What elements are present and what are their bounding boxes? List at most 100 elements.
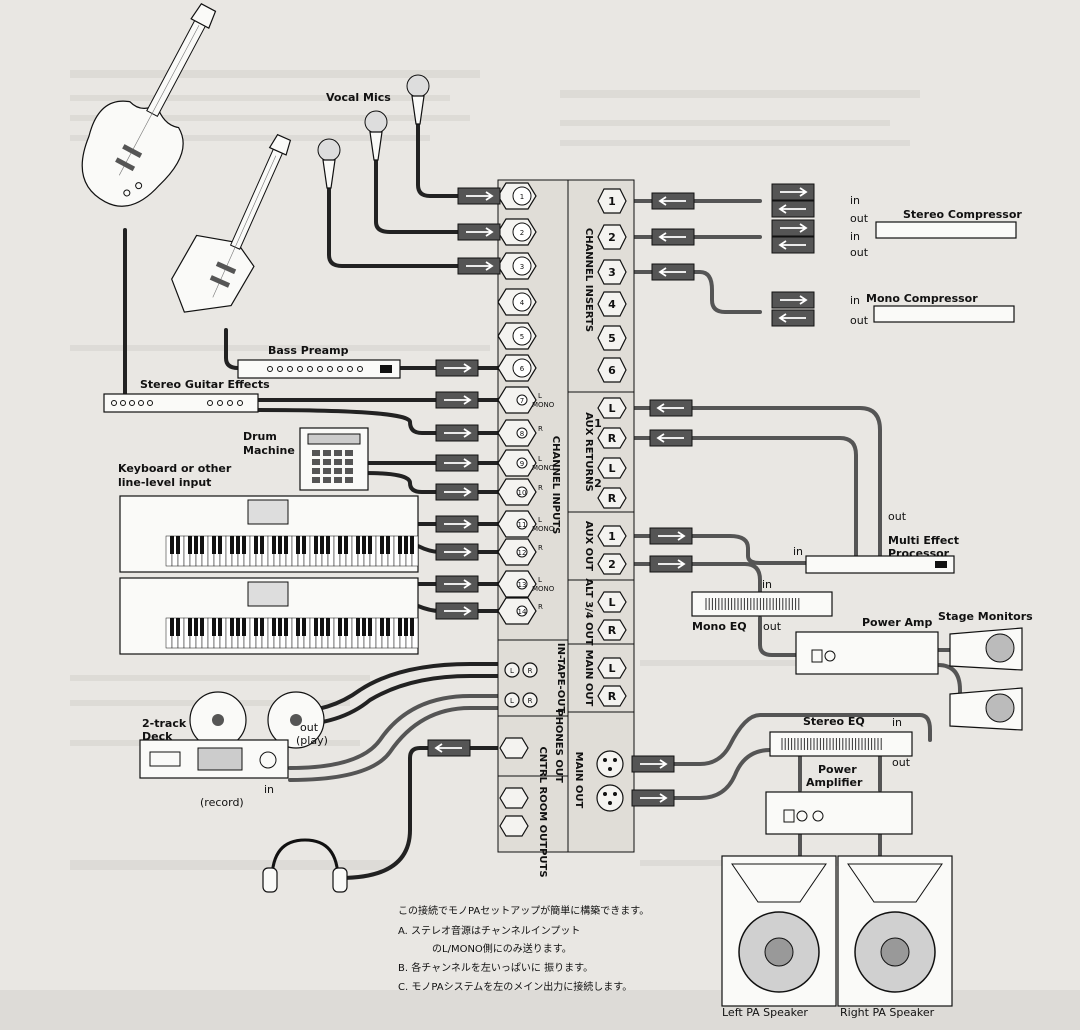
input-side-label: R: [538, 603, 543, 611]
channel-insert-2[interactable]: 2: [597, 224, 627, 250]
main-out-l-jack[interactable]: [597, 657, 627, 679]
aux-return-2r-jack[interactable]: [597, 487, 627, 509]
phones-jack[interactable]: [499, 737, 529, 759]
black-key: [380, 536, 384, 554]
black-key: [338, 618, 342, 636]
aux-out-2-jack[interactable]: [597, 553, 627, 575]
channel-insert-4[interactable]: 4: [597, 291, 627, 317]
aux-return-1l-jack[interactable]: [597, 397, 627, 419]
mono-tag: MONO: [532, 525, 555, 533]
channel-input-2[interactable]: 2: [497, 218, 537, 246]
drum-pads: [312, 450, 353, 483]
channel-input-12[interactable]: 12R: [497, 538, 543, 566]
tape-in-r-jack[interactable]: [522, 662, 538, 678]
deck-record-label: (record): [200, 796, 244, 809]
tape-out-l-jack[interactable]: [504, 692, 520, 708]
tape-out-r-jack[interactable]: [522, 692, 538, 708]
power-amp-knob: [824, 650, 836, 662]
black-key: [356, 536, 360, 554]
black-key: [194, 536, 198, 554]
quarter-inch-socket: [516, 605, 528, 617]
knob: [337, 366, 343, 372]
tape-in-l-jack[interactable]: [504, 662, 520, 678]
monitor-speaker-cone: [985, 693, 1015, 723]
knob: [138, 400, 144, 406]
alt-out-l-jack[interactable]: [597, 591, 627, 613]
black-key: [386, 618, 390, 636]
input-number: 7: [520, 397, 524, 405]
tape-in-r-text: R: [528, 667, 533, 675]
tape-in-l-text: L: [510, 667, 514, 675]
black-key: [194, 618, 198, 636]
drum-pad: [345, 468, 353, 474]
mono-compressor-label: Mono Compressor: [866, 292, 978, 305]
channel-input-3[interactable]: 3: [497, 252, 537, 280]
insert-jack-housing[interactable]: [597, 224, 627, 250]
knob: [287, 366, 293, 372]
mono-eq-unit: [691, 591, 833, 617]
main-xlr-l-jack[interactable]: [596, 750, 624, 778]
in-label: in: [793, 545, 803, 558]
channel-input-1[interactable]: 1: [497, 182, 537, 210]
main-xlr-r-jack[interactable]: [596, 784, 624, 812]
insert-jack-housing[interactable]: [597, 188, 627, 214]
black-key: [218, 618, 222, 636]
xlr-socket: [512, 326, 532, 346]
aux-out-jacks: 1 2: [597, 525, 627, 575]
channel-insert-1[interactable]: 1: [597, 188, 627, 214]
arrow-icon: [444, 519, 472, 529]
deck-label-2: Deck: [142, 730, 173, 743]
power-amplifier-label-2: Amplifier: [806, 776, 863, 789]
knob: [277, 366, 283, 372]
deck-label-1: 2-track: [142, 717, 187, 730]
out-label: out: [888, 510, 907, 523]
input-side-label: R: [538, 484, 543, 492]
out-label: out: [850, 314, 869, 327]
channel-input-8[interactable]: 8R: [497, 419, 543, 447]
insert-jack-housing[interactable]: [597, 325, 627, 351]
control-room-r-jack[interactable]: [499, 815, 529, 837]
channel-inputs-label: CHANNEL INPUTS: [550, 436, 561, 534]
bass-preamp: Bass Preamp: [237, 344, 401, 379]
insert-number: 3: [608, 266, 616, 279]
main-out-lr-label: MAIN OUT: [583, 650, 594, 707]
stereo-eq: Stereo EQ in out: [769, 715, 913, 769]
channel-input-6[interactable]: 6: [497, 354, 537, 382]
deck-play-label: (play): [296, 734, 328, 747]
aux-return-2l-jack[interactable]: [597, 457, 627, 479]
vocal-mics-label: Vocal Mics: [326, 91, 391, 104]
stereo-eq-label: Stereo EQ: [803, 715, 865, 728]
channel-input-10[interactable]: 10R: [497, 478, 543, 506]
microphone-icon: [317, 138, 341, 189]
channel-insert-6[interactable]: 6: [597, 357, 627, 383]
aux-return-1r-jack[interactable]: [597, 427, 627, 449]
channel-input-5[interactable]: 5: [497, 322, 537, 350]
channel-input-4[interactable]: 4: [497, 288, 537, 316]
insert-jack-housing[interactable]: [597, 291, 627, 317]
channel-input-14[interactable]: 14R: [497, 597, 543, 625]
black-key: [368, 618, 372, 636]
amp-knob: [812, 810, 824, 822]
main-out-r-jack[interactable]: [597, 685, 627, 707]
insert-jack-housing[interactable]: [597, 259, 627, 285]
aux-out-1-jack[interactable]: [597, 525, 627, 547]
in-label: in: [850, 294, 860, 307]
power-amplifier-unit: [765, 791, 913, 835]
alt-out-r-jack[interactable]: [597, 619, 627, 641]
black-key: [272, 536, 276, 554]
aux-returns-jacks: L R 1 L R 2: [594, 397, 627, 509]
deck-knob: [259, 751, 277, 769]
arrow-icon: [444, 458, 472, 468]
insert-jack-housing[interactable]: [597, 357, 627, 383]
pin: [603, 758, 607, 762]
knob: [307, 366, 313, 372]
control-room-l-jack[interactable]: [499, 787, 529, 809]
channel-insert-3[interactable]: 3: [597, 259, 627, 285]
channel-insert-5[interactable]: 5: [597, 325, 627, 351]
quarter-inch-socket: [516, 518, 528, 530]
note-intro: この接続でモノPAセットアップが簡単に構築できます。: [398, 904, 649, 917]
